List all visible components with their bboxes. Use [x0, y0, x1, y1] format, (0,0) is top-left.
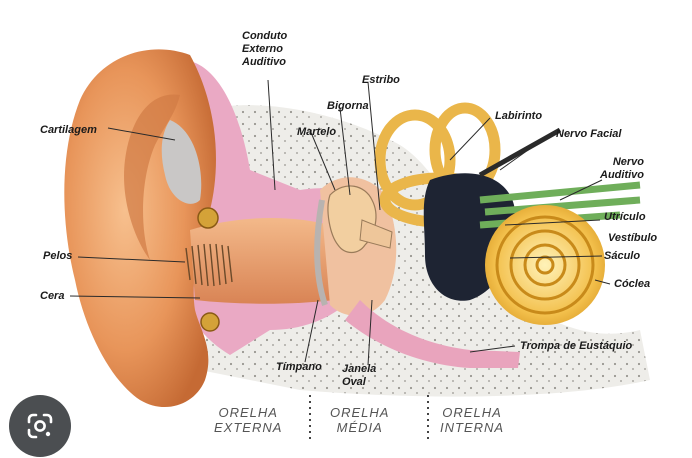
leader-lines [69, 79, 611, 366]
region-orelha-media: ORELHA MÉDIA [330, 405, 390, 435]
label-vestibulo: Vestíbulo [608, 232, 658, 244]
stapes [359, 219, 393, 249]
auricle-inner-fold [124, 94, 180, 261]
region-orelha-externa: ORELHA EXTERNA [214, 405, 283, 435]
label-timpano: Tímpano [276, 361, 322, 373]
label-saculo: Sáculo [604, 250, 641, 262]
label-nervo-facial: Nervo Facial [556, 128, 622, 140]
cochlea-spiral [495, 215, 595, 315]
eardrum [314, 199, 328, 306]
wax-lower [200, 312, 220, 332]
label-martelo: Martelo [297, 126, 337, 138]
nerve-facial-line [478, 127, 562, 178]
label-cera: Cera [40, 290, 65, 302]
wax [197, 207, 219, 229]
label-utriculo: Utrículo [604, 211, 646, 223]
label-conduto-externo-auditivo: Conduto Externo Auditivo [242, 30, 288, 68]
region-dividers [309, 395, 429, 440]
label-cartilagem: Cartilagem [40, 124, 97, 136]
label-pelos: Pelos [43, 250, 73, 262]
cochlea [485, 205, 605, 325]
auricle-cartilage-grey [161, 120, 202, 204]
google-lens-icon [27, 413, 53, 439]
hairs [185, 243, 233, 287]
label-janela-oval: Janela Oval [342, 363, 377, 388]
label-nervo-auditivo: Nervo Auditivo [600, 156, 644, 181]
google-lens-button[interactable] [9, 395, 71, 457]
label-labirinto: Labirinto [495, 110, 543, 122]
label-coclea: Cóclea [614, 278, 651, 290]
label-trompa-de-eustaquio: Trompa de Eustáquio [520, 340, 633, 352]
region-orelha-interna: ORELHA INTERNA [440, 405, 505, 435]
label-estribo: Estribo [362, 74, 400, 86]
label-bigorna: Bigorna [327, 100, 369, 112]
